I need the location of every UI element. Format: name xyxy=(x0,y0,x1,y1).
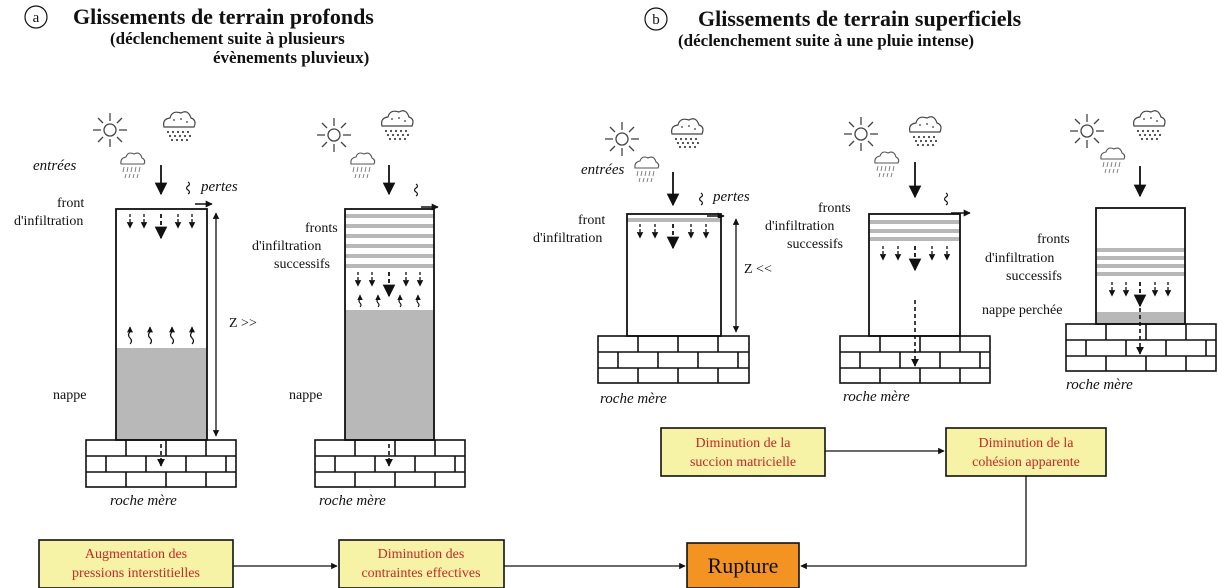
perched-water-label: nappe perchée xyxy=(982,303,1062,318)
stress-box xyxy=(338,539,505,588)
panel-b-column-2: fronts d'infiltration successifs roche m… xyxy=(765,116,991,405)
pressure-text-2: pressions interstitielles xyxy=(72,566,200,581)
depth-label: Z << xyxy=(744,262,772,277)
front-label-2: d'infiltration xyxy=(533,231,602,246)
rain-cloud-icon xyxy=(381,110,414,141)
losses-label: pertes xyxy=(200,179,238,195)
fronts-label-1: fronts xyxy=(818,201,851,216)
flow-diagram: Diminution de la succion matricielle Dim… xyxy=(38,427,1107,588)
fronts-label-1: fronts xyxy=(305,221,338,236)
panel-a-title: Glissements de terrain profonds xyxy=(73,4,374,29)
panel-b-subtitle: (déclenchement suite à une pluie intense… xyxy=(678,31,974,50)
sun-icon xyxy=(316,117,352,153)
suction-text-2: succion matricielle xyxy=(690,455,796,470)
fronts-label-3: successifs xyxy=(1006,269,1062,284)
sun-icon xyxy=(604,121,640,157)
rupture-box xyxy=(686,542,800,588)
panel-b-title: Glissements de terrain superficiels xyxy=(698,6,1022,31)
bedrock-label: roche mère xyxy=(319,493,386,509)
panel-a-subtitle-1: (déclenchement suite à plusieurs xyxy=(110,29,345,48)
water-table xyxy=(345,310,434,440)
water-table-label: nappe xyxy=(53,388,86,403)
panel-a-left-column: entrées pertes front d'infiltration napp… xyxy=(14,111,257,509)
fronts-label-2: d'infiltration xyxy=(765,219,834,234)
bedrock xyxy=(597,335,750,384)
losses-label: pertes xyxy=(712,189,750,205)
panel-b-column-1: entrées pertes front d'infiltration Z <<… xyxy=(533,118,772,407)
panel-b-letter: b xyxy=(652,12,660,28)
panel-a-letter-circle xyxy=(24,5,48,29)
evaporation-icon xyxy=(413,183,419,197)
cohesion-to-rupture-arrow xyxy=(800,476,1027,570)
evaporation-icon xyxy=(185,181,191,195)
water-table xyxy=(116,348,207,440)
light-rain-cloud-icon xyxy=(120,152,146,179)
sun-icon xyxy=(843,116,879,152)
sun-icon xyxy=(1069,113,1105,149)
rain-cloud-icon xyxy=(1132,110,1166,141)
bedrock xyxy=(1065,323,1217,372)
light-rain-cloud-icon xyxy=(874,151,900,178)
panel-a-subtitle-2: évènements pluvieux) xyxy=(213,48,369,67)
rain-cloud-icon xyxy=(670,118,704,149)
suction-box xyxy=(660,427,826,477)
rain-cloud-icon xyxy=(908,116,942,147)
inputs-label: entrées xyxy=(581,162,624,178)
light-rain-cloud-icon xyxy=(1100,147,1126,174)
sun-icon xyxy=(92,112,128,148)
evaporation-icon xyxy=(943,192,949,206)
fronts-label-1: fronts xyxy=(1037,232,1070,247)
depth-label: Z >> xyxy=(229,316,257,331)
fronts-label-2: d'infiltration xyxy=(252,239,321,254)
light-rain-cloud-icon xyxy=(350,152,376,179)
bedrock-label: roche mère xyxy=(600,391,667,407)
panel-b-header: b Glissements de terrain superficiels (d… xyxy=(644,6,1022,50)
evaporation-icon xyxy=(698,192,704,206)
cohesion-box xyxy=(945,427,1107,477)
suction-text-1: Diminution de la xyxy=(696,436,792,451)
fronts-label-3: successifs xyxy=(787,237,843,252)
bedrock xyxy=(314,439,466,488)
panel-a-header: a Glissements de terrain profonds (décle… xyxy=(24,4,374,67)
fronts-label-3: successifs xyxy=(274,257,330,272)
bedrock-label: roche mère xyxy=(1066,377,1133,393)
front-label-1: front xyxy=(578,213,605,228)
rain-cloud-icon xyxy=(163,111,196,142)
bedrock-label: roche mère xyxy=(110,493,177,509)
light-rain-cloud-icon xyxy=(634,156,660,183)
front-label-1: front xyxy=(57,196,84,211)
stress-text-2: contraintes effectives xyxy=(361,566,480,581)
rupture-text: Rupture xyxy=(708,553,779,578)
pressure-text-1: Augmentation des xyxy=(85,547,187,562)
panel-a-right-column: fronts d'infiltration successifs nappe r… xyxy=(252,110,466,509)
pressure-box xyxy=(38,539,234,588)
infiltration-fronts xyxy=(345,214,434,268)
cohesion-text-2: cohésion apparente xyxy=(972,455,1080,470)
front-label-2: d'infiltration xyxy=(14,214,83,229)
panel-b-letter-circle xyxy=(644,7,668,31)
cohesion-text-1: Diminution de la xyxy=(979,436,1075,451)
water-table-label: nappe xyxy=(289,388,322,403)
panel-b-column-3: fronts d'infiltration successifs nappe p… xyxy=(982,110,1217,393)
panel-a-letter: a xyxy=(33,10,40,26)
bedrock-label: roche mère xyxy=(843,389,910,405)
capillary-rise xyxy=(127,326,195,345)
soil-column xyxy=(626,213,722,337)
inputs-label: entrées xyxy=(33,158,76,174)
stress-text-1: Diminution des xyxy=(378,547,465,562)
fronts-label-2: d'infiltration xyxy=(985,251,1054,266)
bedrock xyxy=(85,439,237,488)
